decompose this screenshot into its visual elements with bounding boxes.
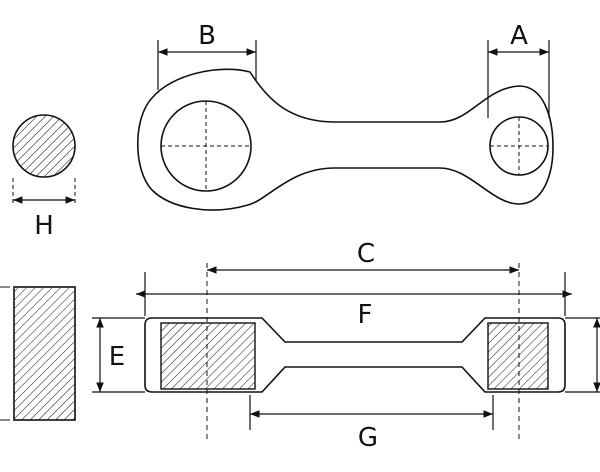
dimension-e-label: E [109, 342, 125, 372]
side-block-section [0, 286, 76, 421]
dimension-e: E [92, 317, 145, 393]
dimension-h-label: H [34, 211, 54, 241]
dimension-right-partial [565, 317, 600, 393]
dimension-c: C [207, 239, 519, 274]
dimension-g-label: G [358, 423, 378, 453]
dimension-f: F [136, 272, 572, 330]
rod-side-view [144, 263, 566, 440]
dimension-b: B [157, 21, 257, 90]
rod-top-view [137, 68, 554, 211]
dimension-a: A [487, 21, 550, 118]
dimension-b-label: B [198, 21, 216, 51]
dimension-c-label: C [357, 239, 375, 269]
small-end-section [487, 322, 549, 390]
dimension-f-label: F [358, 300, 373, 330]
dimension-g: G [249, 395, 494, 453]
pin-cross-section: H [12, 114, 76, 241]
big-end-section [160, 322, 256, 390]
dimension-a-label: A [510, 21, 528, 51]
